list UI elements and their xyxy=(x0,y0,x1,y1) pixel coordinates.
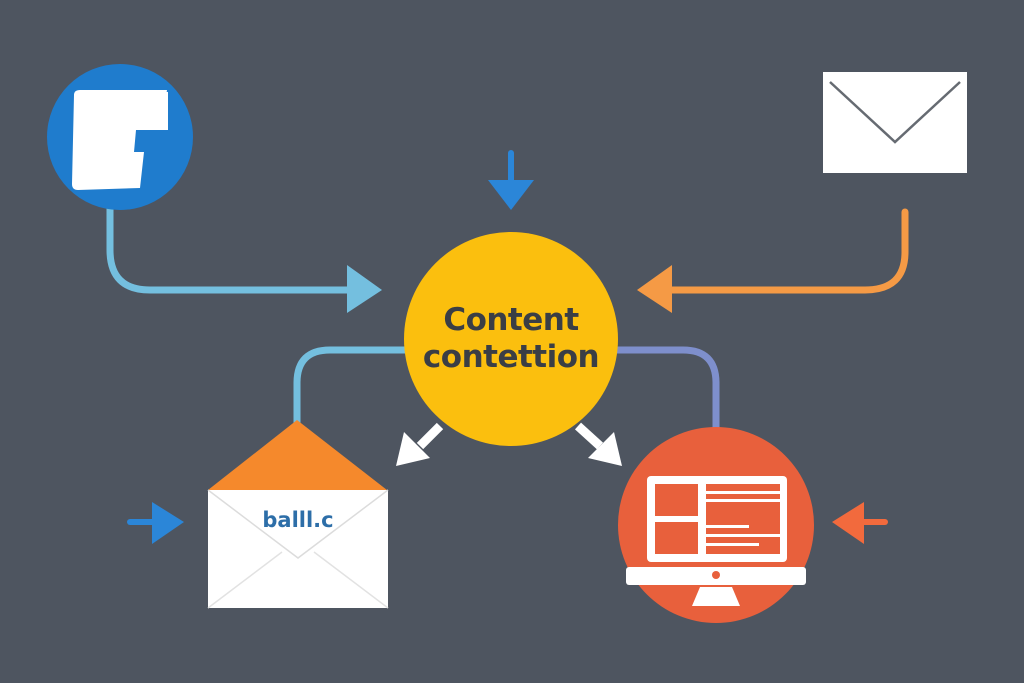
envelope-label: balll.c xyxy=(262,508,334,532)
envelope-open-icon[interactable] xyxy=(207,420,389,609)
arrow-right-icon xyxy=(127,502,184,544)
hub-title-line2: contettion xyxy=(422,339,600,375)
connector-facebook-to-hub xyxy=(106,196,382,313)
hub-title-line1: Content xyxy=(443,301,579,338)
connector-hub-to-website xyxy=(612,346,720,432)
arrow-down-left-icon xyxy=(396,422,444,466)
connector-hub-to-email xyxy=(293,346,410,425)
website-node[interactable] xyxy=(618,427,814,623)
arrow-left-icon xyxy=(832,502,888,544)
content-hub-node[interactable]: Content contettion xyxy=(404,232,618,446)
facebook-f-icon xyxy=(72,90,168,190)
facebook-node[interactable] xyxy=(47,64,193,210)
arrow-down-icon xyxy=(488,150,534,210)
envelope-closed-icon[interactable] xyxy=(823,72,967,173)
arrow-down-right-icon xyxy=(574,422,622,466)
connector-mail-to-hub xyxy=(637,208,909,313)
desktop-monitor-icon xyxy=(626,476,806,606)
